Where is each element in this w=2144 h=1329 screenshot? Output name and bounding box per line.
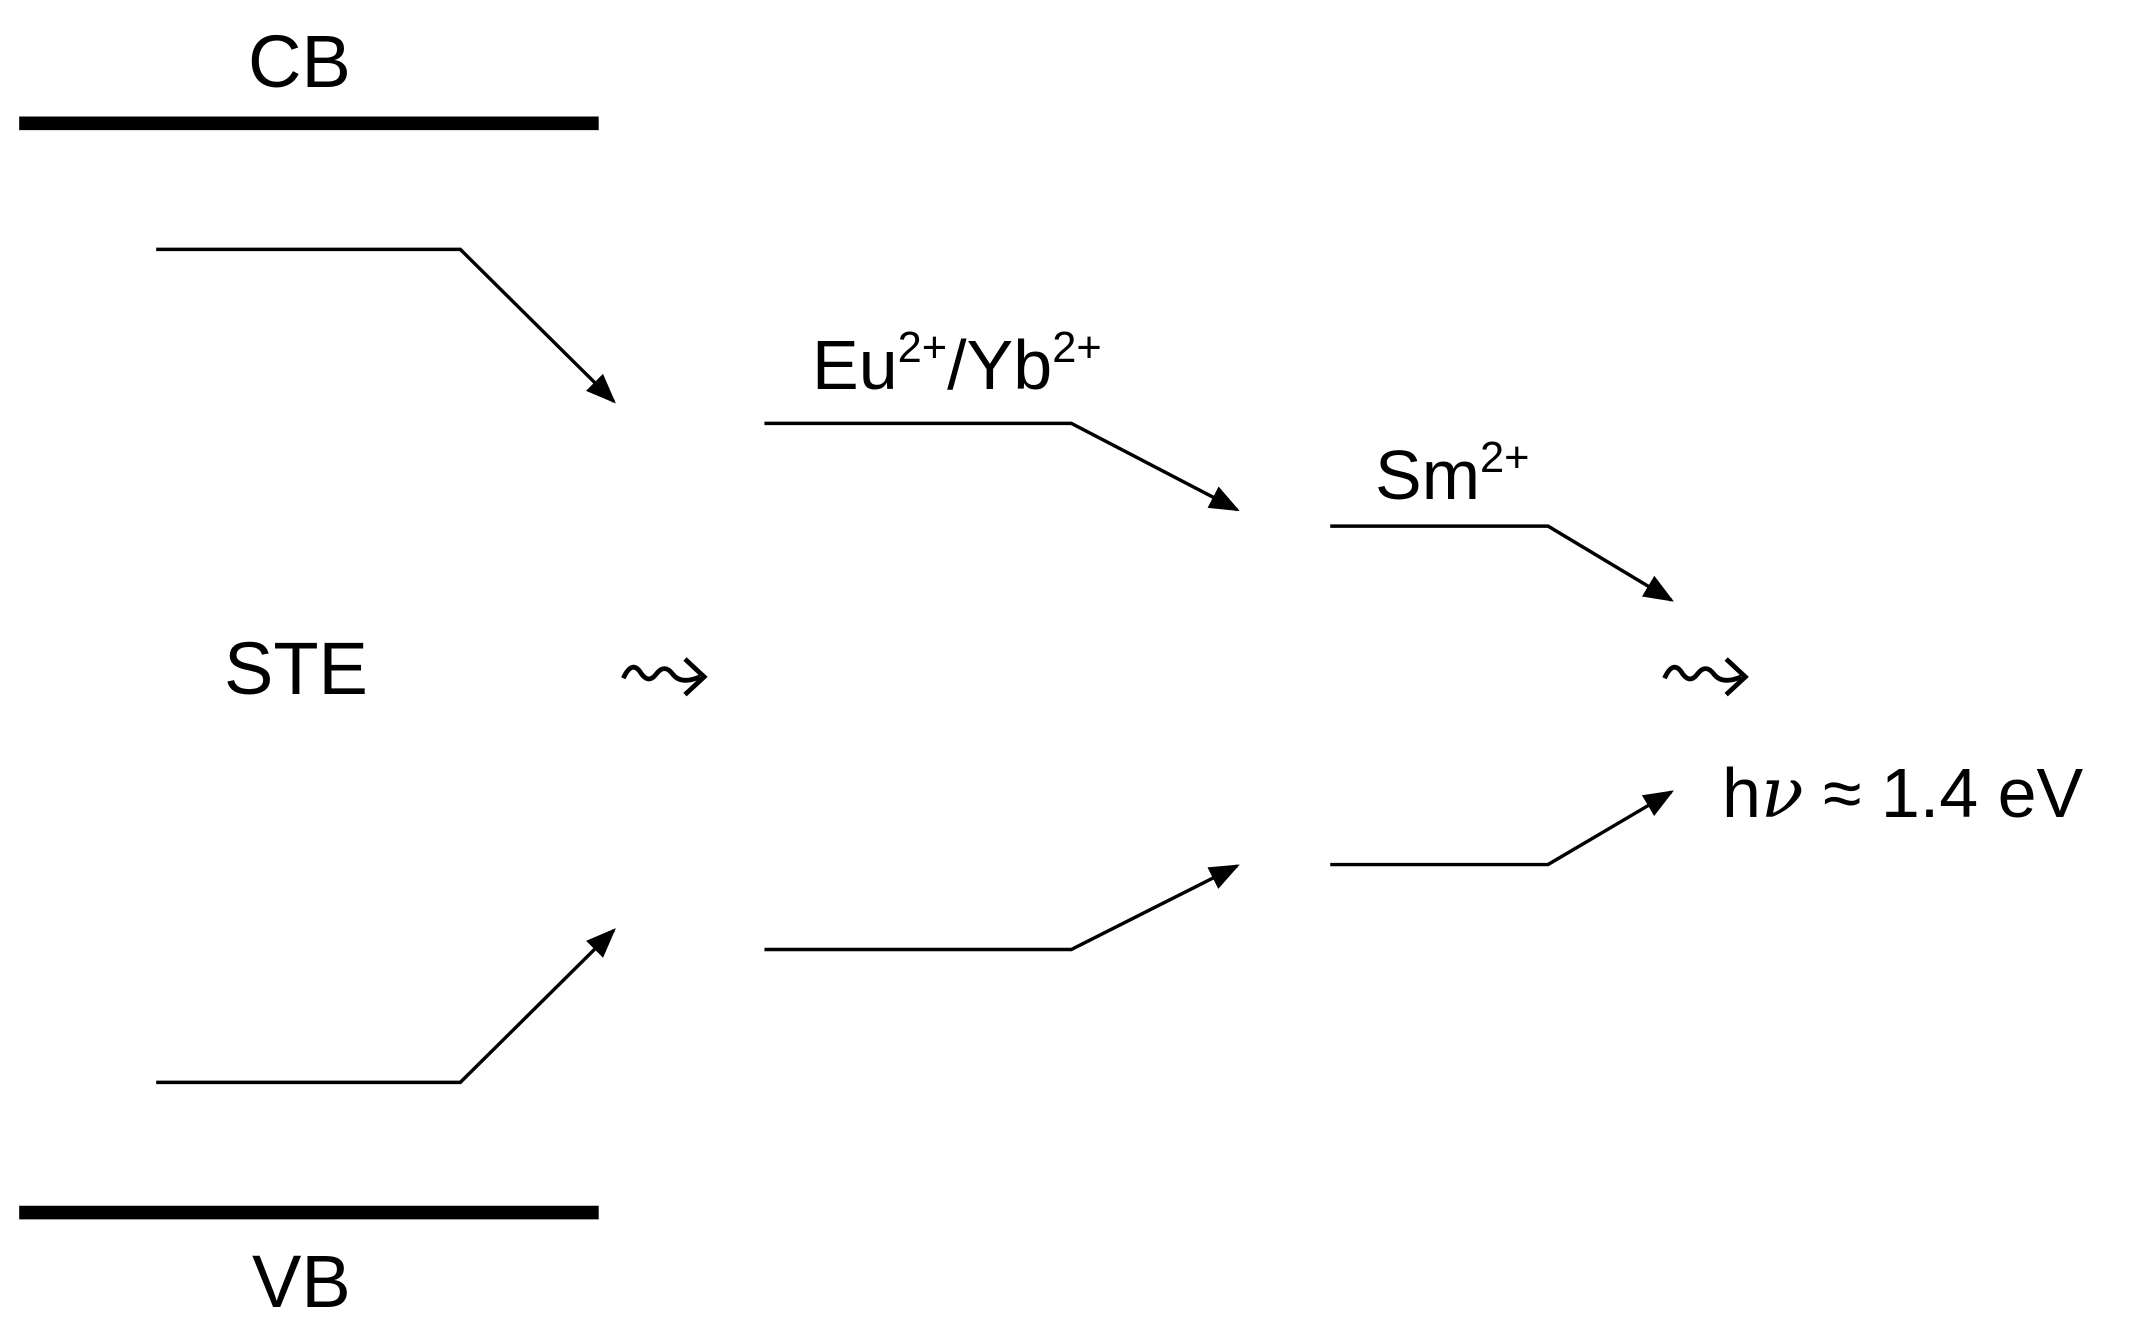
photon-h: h <box>1722 754 1761 832</box>
eu-yb-label-yb: /Yb <box>947 326 1053 404</box>
conduction-band-label: CB <box>248 20 351 103</box>
hole-capture-arrow-ste <box>156 928 616 1085</box>
eu-yb-label-charge-1: 2+ <box>897 324 948 373</box>
photon-energy-value: ≈ 1.4 eV <box>1803 754 2084 832</box>
sm-label-base: Sm <box>1375 436 1480 514</box>
transfer-arrow-eu-yb-lower <box>764 864 1240 952</box>
valence-band-label: VB <box>252 1240 351 1323</box>
eu-yb-label-eu: Eu <box>812 326 898 404</box>
eu-yb-label: Eu2+/Yb2+ <box>812 326 1102 400</box>
photon-energy-label: hν ≈ 1.4 eV <box>1722 758 2083 828</box>
transfer-arrow-eu-yb-upper <box>764 421 1240 512</box>
transfer-arrow-sm-lower <box>1330 790 1674 867</box>
eu-yb-label-charge-2: 2+ <box>1052 324 1102 373</box>
sm-label-charge: 2+ <box>1480 434 1530 483</box>
ste-label: STE <box>224 627 368 710</box>
electron-capture-arrow-ste <box>156 247 616 404</box>
sm-label: Sm2+ <box>1375 436 1529 510</box>
photon-nu: ν <box>1760 752 1804 834</box>
transfer-arrow-sm-upper <box>1330 524 1674 602</box>
wavy-arrow-icon <box>1662 657 1749 697</box>
wavy-arrow-icon <box>621 657 708 697</box>
